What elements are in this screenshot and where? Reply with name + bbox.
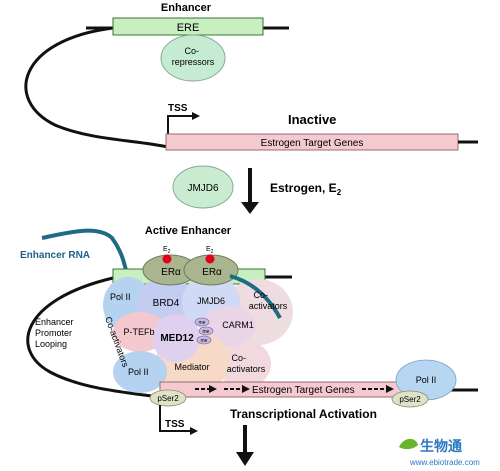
corepressors-label: Co- repressors: [172, 46, 215, 67]
corepressors-oval: [160, 34, 226, 82]
jmjd6-active-label: JMJD6: [197, 296, 225, 306]
e2-dot-2: [205, 254, 215, 264]
e2-label-1: E2: [163, 246, 171, 255]
tss-arrow-bottom: [159, 405, 198, 435]
methyl-marks: me me me: [194, 317, 214, 345]
me-label-3: me: [201, 338, 208, 344]
bottom-dna-loop: [26, 276, 161, 399]
e2-label-2: E2: [206, 246, 214, 255]
estrogen-label: Estrogen, E2: [270, 181, 342, 197]
watermark-url: www.ebiotrade.com: [409, 458, 480, 467]
estrogen-arrowhead: [241, 202, 259, 214]
pser2-oval-left: [149, 389, 187, 407]
pol2-label-right: Pol II: [416, 375, 437, 385]
bottom-down-arrowhead: [236, 452, 254, 466]
jmjd6-oval: [172, 165, 234, 209]
enhancer-rna-strand: [41, 228, 130, 279]
ptefb-label: P-TEFb: [123, 327, 154, 337]
tss-label-bottom: TSS: [165, 419, 185, 430]
pol2-label-top: Pol II: [110, 292, 131, 302]
pol2-label-bottom: Pol II: [128, 367, 149, 377]
enhancer-rna-tail: [229, 274, 282, 319]
er-alpha-label-2: ERα: [202, 267, 222, 278]
me-label-2: me: [203, 329, 210, 335]
ere-label: ERE: [177, 22, 200, 34]
enhancer-title: Enhancer: [161, 2, 212, 14]
gene-label-bottom: Estrogen Target Genes: [252, 385, 355, 396]
med12-oval: [152, 314, 200, 362]
tss-label-top: TSS: [168, 103, 188, 114]
pser2-oval-right: [391, 390, 429, 408]
med12-label: MED12: [160, 333, 194, 344]
enhancer-rna-label: Enhancer RNA: [20, 250, 90, 261]
looping-label: Enhancer Promoter Looping: [35, 317, 76, 349]
mediator-label: Mediator: [174, 362, 209, 372]
brd4-label: BRD4: [153, 298, 180, 309]
me-bubble-3: [196, 335, 212, 345]
e2-dot-1: [162, 254, 172, 264]
me-bubble-2: [198, 326, 214, 336]
pser2-label-right: pSer2: [399, 395, 421, 404]
coactivators-oval-bottom: [217, 340, 271, 388]
pser2-label-left: pSer2: [157, 394, 179, 403]
top-dna-loop: [24, 26, 169, 149]
me-label-1: me: [199, 320, 206, 326]
gene-label-top: Estrogen Target Genes: [261, 138, 364, 149]
carm1-label: CARM1: [222, 320, 254, 330]
transcriptional-activation-label: Transcriptional Activation: [230, 407, 377, 421]
watermark-leaf-icon: [399, 438, 418, 450]
jmjd6-label: JMJD6: [187, 183, 219, 194]
watermark: 生物通 www.ebiotrade.com: [399, 438, 480, 467]
inactive-label: Inactive: [288, 112, 336, 127]
me-bubble-1: [194, 317, 210, 327]
coactivators-bottom-label: Co- activators: [227, 353, 266, 374]
tss-arrow-top: [167, 112, 200, 138]
watermark-cn: 生物通: [420, 438, 462, 454]
er-alpha-label-1: ERα: [161, 267, 181, 278]
pol2-oval-bottom: [113, 351, 167, 393]
carm1-oval: [202, 306, 256, 346]
coactivators-top-label: Co- activators: [249, 290, 288, 311]
active-enhancer-label: Active Enhancer: [145, 225, 232, 237]
